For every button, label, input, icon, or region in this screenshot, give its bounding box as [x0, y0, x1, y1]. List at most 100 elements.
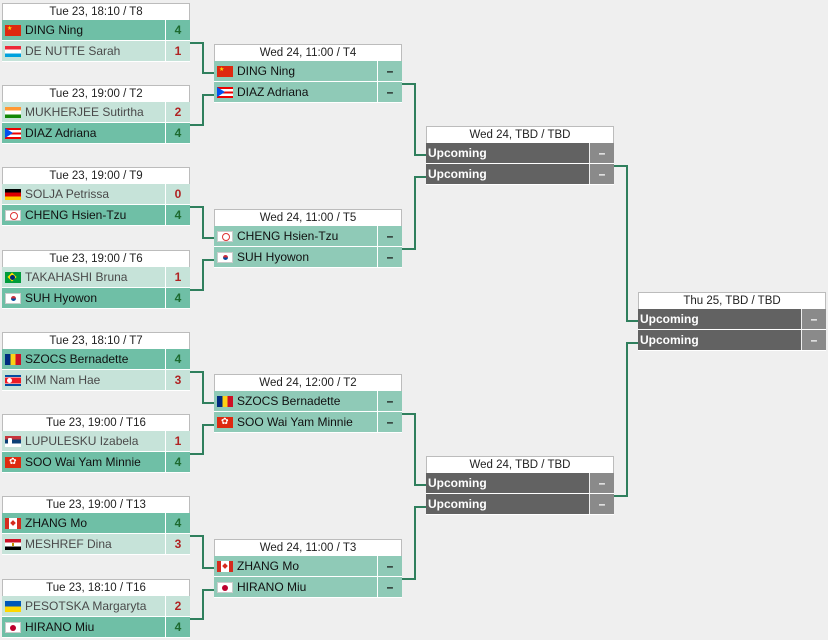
player-cell: Upcoming — [426, 143, 589, 163]
player-score: – — [801, 309, 826, 329]
player-row[interactable]: SZOCS Bernadette– — [214, 391, 402, 412]
player-score: 1 — [165, 267, 190, 287]
player-row[interactable]: DIAZ Adriana– — [214, 82, 402, 103]
bracket-connector — [190, 535, 202, 537]
match-schedule-header: Wed 24, 11:00 / T4 — [214, 44, 402, 61]
player-name: ZHANG Mo — [237, 559, 300, 573]
bracket-connector — [414, 83, 416, 156]
player-score: 3 — [165, 534, 190, 554]
player-cell: DIAZ Adriana — [2, 123, 165, 143]
bracket-connector — [202, 589, 214, 591]
bracket-connector — [190, 289, 202, 291]
player-score: – — [589, 494, 614, 514]
player-name: DING Ning — [25, 23, 84, 37]
bracket-connector — [402, 83, 414, 85]
player-name: MESHREF Dina — [25, 537, 112, 551]
player-name: PESOTSKA Margaryta — [25, 599, 147, 613]
bracket-connector — [190, 124, 202, 126]
bracket-connector — [202, 424, 214, 426]
bracket-connector — [402, 413, 414, 415]
player-cell: Upcoming — [638, 330, 801, 350]
player-name: SZOCS Bernadette — [25, 352, 129, 366]
player-row[interactable]: PESOTSKA Margaryta 2 — [2, 596, 190, 617]
player-row[interactable]: Upcoming– — [426, 143, 614, 164]
player-row[interactable]: Upcoming– — [426, 494, 614, 515]
player-score: – — [377, 226, 402, 246]
player-name: Upcoming — [640, 312, 699, 326]
match-schedule-header: Tue 23, 19:00 / T6 — [2, 250, 190, 267]
player-score: 2 — [165, 596, 190, 616]
player-name: HIRANO Miu — [25, 620, 95, 634]
player-name: SUH Hyowon — [25, 291, 98, 305]
player-score: 1 — [165, 41, 190, 61]
bracket-connector — [414, 176, 426, 178]
player-score: – — [589, 164, 614, 184]
flag-jp-icon — [5, 621, 21, 633]
player-cell: DIAZ Adriana — [214, 82, 377, 102]
player-name: SOO Wai Yam Minnie — [25, 455, 141, 469]
bracket-connector — [614, 165, 626, 167]
bracket-connector — [202, 72, 214, 74]
player-cell: ★DING Ning — [214, 61, 377, 81]
player-row[interactable]: ✿SOO Wai Yam Minnie– — [214, 412, 402, 433]
player-row[interactable]: HIRANO Miu– — [214, 577, 402, 598]
player-row[interactable]: MESHREF Dina 3 — [2, 534, 190, 555]
player-score: 4 — [165, 123, 190, 143]
player-row[interactable]: SUH Hyowon 4 — [2, 288, 190, 309]
flag-kr-icon — [217, 251, 233, 263]
player-row[interactable]: Upcoming– — [426, 164, 614, 185]
flag-tpe-icon — [217, 230, 233, 242]
flag-ro-icon — [217, 395, 233, 407]
player-score: 4 — [165, 288, 190, 308]
player-row[interactable]: CHENG Hsien-Tzu– — [214, 226, 402, 247]
flag-de-icon — [5, 188, 21, 200]
player-cell: Upcoming — [426, 164, 589, 184]
player-cell: SZOCS Bernadette — [2, 349, 165, 369]
player-score: 2 — [165, 102, 190, 122]
match-schedule-header: Tue 23, 19:00 / T2 — [2, 85, 190, 102]
bracket-connector — [202, 94, 204, 126]
player-row[interactable]: Upcoming– — [426, 473, 614, 494]
round2-match-1[interactable]: Wed 24, 11:00 / T4★DING Ning–DIAZ Adrian… — [214, 44, 402, 103]
bracket-connector — [414, 506, 426, 508]
flag-kr-icon — [5, 292, 21, 304]
flag-lu-icon — [5, 45, 21, 57]
match-schedule-header: Tue 23, 18:10 / T8 — [2, 3, 190, 20]
player-row[interactable]: SUH Hyowon– — [214, 247, 402, 268]
player-cell: CHENG Hsien-Tzu — [2, 205, 165, 225]
player-row[interactable]: Upcoming – — [638, 309, 826, 330]
player-score: – — [377, 391, 402, 411]
player-row[interactable]: ★DING Ning– — [214, 61, 402, 82]
player-row[interactable]: Upcoming– — [638, 330, 826, 351]
player-row[interactable]: ZHANG Mo– — [214, 556, 402, 577]
player-name: DIAZ Adriana — [237, 85, 309, 99]
player-score: 0 — [165, 184, 190, 204]
